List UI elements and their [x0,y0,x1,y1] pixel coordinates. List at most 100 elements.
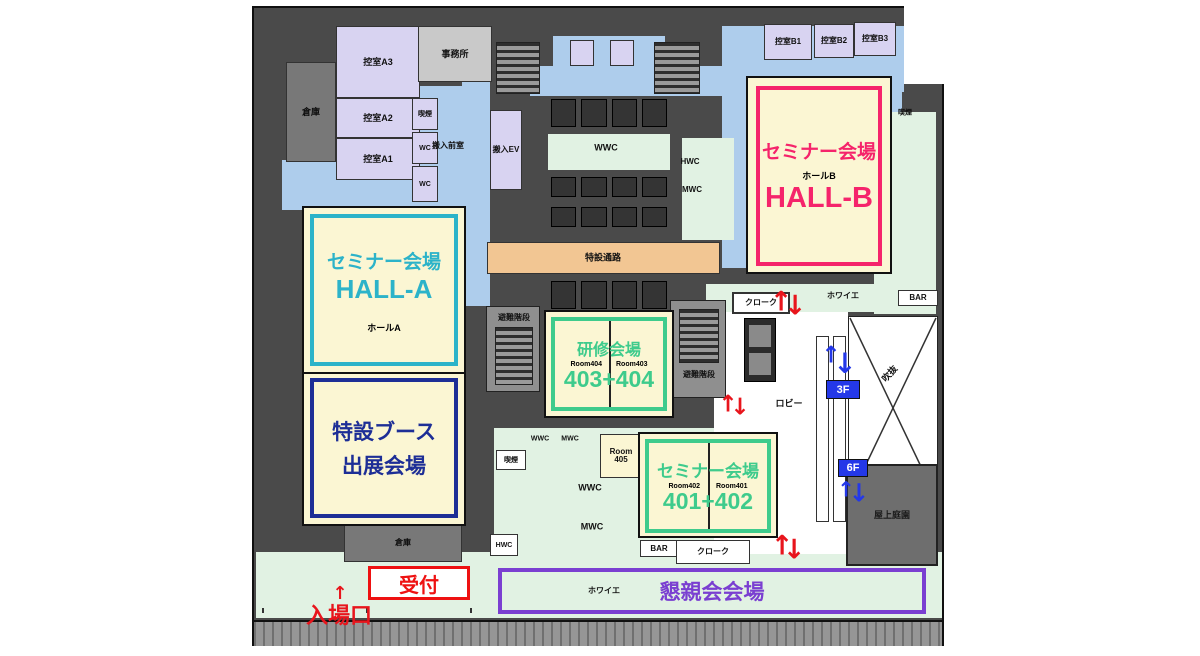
room-carry-in-ev: 搬入EV [490,110,522,190]
stairs-stripes [495,327,533,385]
stairs-top-left [496,42,540,94]
room-office-label: 事務所 [441,48,469,59]
room-carry-in-ev-label: 搬入EV [492,145,520,154]
hall-a-box: セミナー会場 HALL-A ホールA [310,214,458,366]
bar-right: BAR [898,290,938,306]
foyer-right-label: ホワイエ [827,291,859,300]
room-hikae-a1: 控室A1 [336,138,420,180]
room-hikae-b3-label: 控室B3 [861,34,889,43]
hall-b-name: HALL-B [765,182,873,214]
cloak-upper-label: クローク [745,298,777,307]
elevator-cells-row-3 [548,204,670,230]
arrow-up-red-1: ↑ [769,286,793,318]
cloak-lower: クローク [676,540,750,564]
escape-stairs-right-label: 避難階段 [683,370,715,379]
escape-stairs-right: 避難階段 [670,300,726,398]
room-hikae-b2: 控室B2 [814,24,854,58]
cloak-lower-label: クローク [697,547,729,556]
arrow-up-red-3: ↑ [770,530,794,562]
arrow-up-blue-6f: ↑ [837,477,855,502]
reception-label: 受付 [399,574,439,597]
room-smoking-lower: 喫煙 [496,450,526,470]
wwc-center-label: WWC [578,482,602,493]
arrow-up-red-2: ↑ [718,391,738,418]
lobby-label: ロビー [775,398,803,409]
room-storage-bottom-label: 倉庫 [395,538,411,547]
room-wc-upper: WC [412,132,438,164]
building-notch-top-right [904,4,950,84]
training-room-right: Room403 [616,360,648,368]
training-name: 403+404 [563,365,655,392]
room-405-line2: 405 [614,455,628,464]
arrow-down-red-1: ↓ [783,290,807,322]
bar-lower: BAR [640,540,678,557]
mwc-top-label: MWC [682,185,702,194]
exterior-terrace-band [254,620,942,646]
elevator-block-lobby [744,318,776,382]
arrow-down-red-3: ↓ [782,534,806,566]
room-hikae-a2: 控室A2 [336,98,420,138]
cloak-upper: クローク [732,292,790,314]
badge-6f: 6F [838,459,868,477]
reception-box: 受付 [368,566,470,600]
elevator-cells-row-2 [548,174,670,200]
badge-3f: 3F [826,380,860,399]
room-storage-top-label: 倉庫 [301,106,320,117]
room-storage-top: 倉庫 [286,62,336,162]
booth-line1: 特設ブース [332,421,436,444]
elevator-car [749,353,771,375]
elevator-car [749,325,771,347]
hall-b-jp-name: ホールB [802,171,836,181]
room-405-line1: Room [609,447,633,456]
corridor-right-of-hall-a [462,60,490,306]
seminar-401-402-category: セミナー会場 [657,462,759,481]
room-hikae-b1-label: 控室B1 [774,37,802,46]
hall-a-category: セミナー会場 [326,251,441,273]
seminar-401-402-box: セミナー会場 Room402 Room401 401+402 [645,439,771,533]
room-smoking-lower-label: 喫煙 [504,456,518,464]
hwc-lower-box: HWC [490,534,518,556]
elevator-car-top-2 [610,40,634,66]
smoking-right-label: 喫煙 [898,109,912,117]
hwc-lower-label: HWC [495,541,513,549]
room-smoking-top-label: 喫煙 [418,110,432,118]
room-hikae-a2-label: 控室A2 [363,112,393,123]
booth-hall-box: 特設ブース 出展会場 [310,378,458,518]
seminar-401-402-name: 401+402 [662,488,754,514]
entrance-arrow-up: ↑ [332,583,348,604]
room-storage-bottom: 倉庫 [344,524,462,562]
elevator-car-top-1 [570,40,594,66]
escape-stairs-left-label: 避難階段 [498,313,530,322]
seminar-401-402-divider [708,443,710,529]
bar-lower-label: BAR [650,543,668,553]
arrow-up-blue-3f: ↑ [821,342,841,369]
hwc-mwc-top-area [682,138,734,240]
room-wc-upper-label: WC [419,144,431,152]
arrow-down-blue-3f: ↓ [833,347,857,380]
seminar-401-402-room-right: Room401 [716,483,748,490]
elevator-cells-row-4 [548,278,670,312]
badge-6f-label: 6F [846,462,860,474]
room-wc-lower: WC [412,166,438,202]
roof-garden-label: 屋上庭園 [873,509,910,520]
wwc-mid-small-label: WWC [530,435,550,443]
wwc-top-label: WWC [594,142,618,153]
special-passage-label: 特設通路 [584,252,622,263]
stairs-top-right [654,42,700,94]
elevator-cells-row-1 [548,96,670,130]
room-hikae-b3: 控室B3 [854,22,896,56]
arrow-down-blue-6f: ↓ [848,478,870,508]
arrow-down-red-2: ↓ [730,394,750,421]
carry-in-room-label: 搬入前室 [432,141,464,150]
hall-b-box: セミナー会場 ホールB HALL-B [756,86,882,266]
training-category: 研修会場 [576,341,641,359]
room-hikae-b1: 控室B1 [764,24,812,60]
stairs-stripes [679,309,719,363]
seminar-401-402-room-left: Room402 [668,483,700,490]
hall-a-name: HALL-A [335,273,433,304]
room-smoking-top: 喫煙 [412,98,438,130]
hall-a-jp-name: ホールA [367,322,401,333]
escape-stairs-left: 避難階段 [486,306,540,392]
foyer-bottom-label-2: ホワイエ [588,586,620,595]
